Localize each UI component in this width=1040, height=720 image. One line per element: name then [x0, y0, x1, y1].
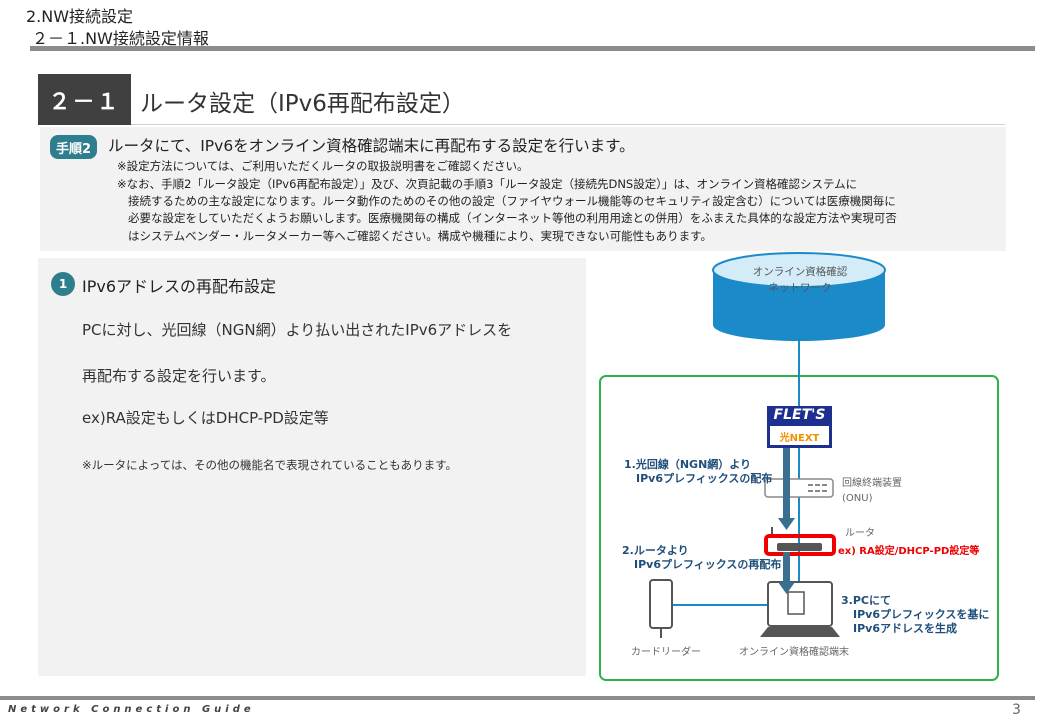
flets-sub: 光NEXT	[779, 433, 820, 444]
onu-icon	[764, 478, 834, 498]
card-reader-icon	[649, 579, 673, 638]
flets-logo	[767, 406, 832, 448]
flets-text: FLET'S	[773, 407, 826, 423]
item-text: 再配布する設定を行います。	[82, 367, 276, 385]
item-text: ex)RA設定もしくはDHCP-PD設定等	[82, 409, 329, 427]
step-note: はシステムベンダー・ルータメーカー等へご確認ください。構成や機種により、実現でき…	[128, 229, 712, 243]
step-note: 接続するための主な設定になります。ルータ動作のためのその他の設定（ファイヤウォー…	[128, 194, 896, 208]
step-note: ※なお、手順2「ルータ設定（IPv6再配布設定）」及び、次頁記載の手順3「ルータ…	[117, 177, 858, 191]
page-title: ルータ設定（IPv6再配布設定）	[140, 91, 465, 117]
router-note: ex) RA設定/DHCP-PD設定等	[838, 546, 980, 557]
network-label: オンライン資格確認ネットワーク	[752, 266, 848, 294]
section-heading: 2.NW接続設定	[26, 7, 134, 26]
step-note: 必要な設定をしていただくようお願いします。医療機関毎の構成（インターネット等他の…	[128, 211, 897, 225]
footer-guide: Network Connection Guide	[8, 704, 255, 715]
detail-panel	[38, 258, 586, 676]
step-note: ※設定方法については、ご利用いただくルータの取扱説明書をご確認ください。	[117, 159, 529, 173]
page-number: 3	[1012, 702, 1021, 718]
item-text: PCに対し、光回線（NGN網）より払い出されたIPv6アドレスを	[82, 321, 513, 339]
title-number: ２－１	[38, 74, 131, 125]
step-badge: 手順2	[50, 135, 97, 159]
router-icon	[764, 527, 836, 556]
onu-label: 回線終端装置(ONU)	[842, 478, 902, 504]
item-title: IPv6アドレスの再配布設定	[82, 277, 277, 296]
footer-divider	[0, 696, 1035, 700]
item-note: ※ルータによっては、その他の機能名で表現されていることもあります。	[82, 458, 457, 472]
title-underline	[131, 124, 1005, 125]
header-divider	[30, 46, 1035, 51]
step-panel	[40, 127, 1006, 251]
subsection-heading: ２－１.NW接続設定情報	[32, 29, 209, 48]
card-reader-label: カードリーダー	[631, 647, 701, 658]
network-cylinder	[712, 252, 886, 341]
terminal-label: オンライン資格確認端末	[739, 647, 849, 658]
item-number: 1	[51, 272, 75, 296]
flow-arrow	[778, 448, 795, 594]
step-title: ルータにて、IPv6をオンライン資格確認端末に再配布する設定を行います。	[108, 137, 635, 155]
laptop-icon	[760, 581, 840, 637]
router-label: ルータ	[845, 528, 875, 539]
